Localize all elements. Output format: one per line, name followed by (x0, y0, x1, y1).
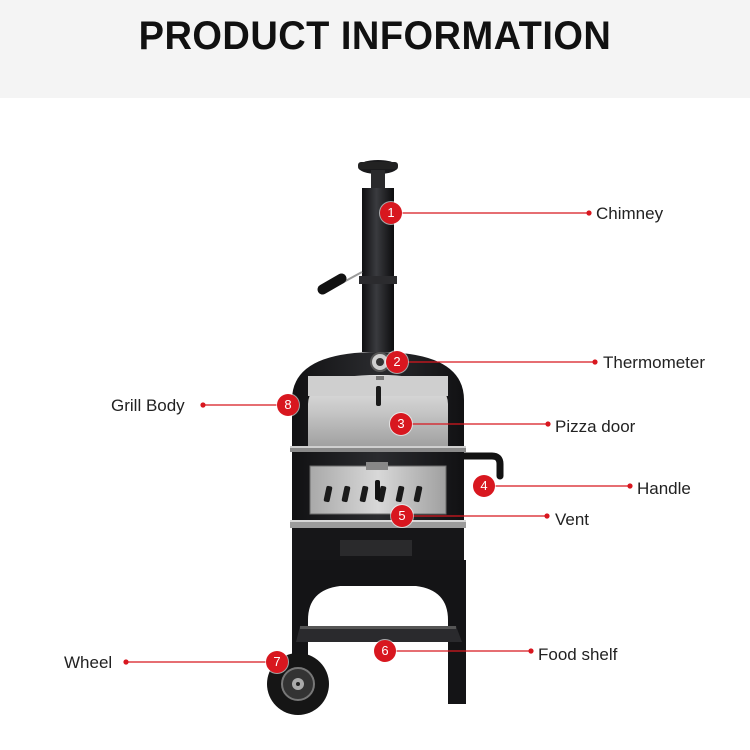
side-handle (462, 456, 500, 476)
label-vent: Vent (555, 510, 589, 530)
chimney (358, 160, 398, 352)
callout-badge-5: 5 (391, 505, 413, 527)
oven-body (292, 352, 464, 452)
callout-badge-6: 6 (374, 640, 396, 662)
leader-dot-4 (628, 484, 632, 488)
callout-badge-1: 1 (380, 202, 402, 224)
food-shelf-shape (296, 626, 462, 642)
leader-dot-2 (593, 360, 597, 364)
label-chimney: Chimney (596, 204, 663, 224)
label-handle: Handle (637, 479, 691, 499)
upper-rail-highlight (290, 446, 466, 448)
leader-dot-1 (587, 211, 591, 215)
callout-badge-7: 7 (266, 651, 288, 673)
leader-dot-5 (545, 514, 549, 518)
callout-badge-4: 4 (473, 475, 495, 497)
callout-badge-8: 8 (277, 394, 299, 416)
callout-badge-2: 2 (386, 351, 408, 373)
label-thermometer: Thermometer (603, 353, 705, 373)
label-food-shelf: Food shelf (538, 645, 617, 665)
label-pizza-door: Pizza door (555, 417, 635, 437)
leader-dot-6 (529, 649, 533, 653)
label-wheel: Wheel (64, 653, 112, 673)
damper-handle (316, 272, 362, 297)
leader-dot-8 (201, 403, 205, 407)
leader-dot-3 (546, 422, 550, 426)
callout-badge-3: 3 (390, 413, 412, 435)
lower-oven (292, 452, 464, 524)
leader-dot-7 (124, 660, 128, 664)
label-grill-body: Grill Body (111, 396, 185, 416)
lower-rail-highlight (290, 520, 466, 522)
